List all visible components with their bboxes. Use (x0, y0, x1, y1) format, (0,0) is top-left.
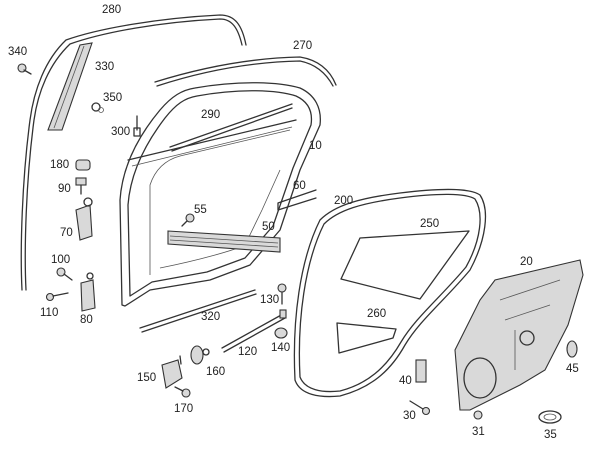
callout-70: 70 (60, 227, 73, 239)
part-60-trim (277, 189, 317, 211)
callout-150: 150 (137, 372, 157, 384)
part-10-door-shell (119, 82, 321, 307)
callout-50: 50 (262, 221, 275, 233)
callout-20: 20 (520, 256, 533, 268)
callout-40: 40 (399, 375, 412, 387)
part-170-screw (174, 386, 191, 398)
part-320-lower-seal (139, 289, 257, 333)
part-31-screw (473, 410, 483, 420)
part-130-bolt (277, 283, 287, 305)
part-30-bolt (409, 400, 431, 416)
part-200-door-seal (293, 188, 487, 398)
callout-110: 110 (40, 307, 59, 319)
callout-280: 280 (102, 4, 122, 16)
part-20-regulator-carrier (454, 259, 584, 411)
part-140-grommet (274, 327, 288, 339)
callout-200: 200 (334, 195, 354, 207)
callout-30: 30 (403, 410, 416, 422)
callout-270: 270 (293, 40, 313, 52)
part-280-frame-seal (20, 14, 247, 291)
callout-350: 350 (103, 92, 123, 104)
part-180-nut (75, 159, 91, 171)
callout-340: 340 (8, 46, 28, 58)
part-45-grommet (566, 340, 578, 358)
part-340-screw (17, 63, 32, 75)
part-150-bracket (161, 355, 183, 389)
callout-170: 170 (174, 403, 194, 415)
part-35-grommet (538, 410, 562, 424)
callout-130: 130 (260, 294, 280, 306)
callout-55: 55 (194, 204, 207, 216)
callout-35: 35 (544, 429, 557, 441)
part-330-window-channel (47, 42, 93, 131)
part-55-screw (181, 213, 195, 227)
callout-31: 31 (472, 426, 485, 438)
callout-160: 160 (206, 366, 226, 378)
part-80-lower-hinge (80, 272, 96, 312)
part-270-upper-seal (154, 56, 337, 87)
callout-320: 320 (201, 311, 221, 323)
callout-300: 300 (111, 126, 131, 138)
callout-250: 250 (420, 218, 440, 230)
part-290-belt-seal (169, 103, 293, 152)
callout-45: 45 (566, 363, 579, 375)
callout-330: 330 (95, 61, 115, 73)
part-160-lock-cylinder (190, 345, 210, 365)
callout-120: 120 (238, 346, 258, 358)
part-350-clip (91, 102, 104, 113)
callout-60: 60 (293, 180, 306, 192)
part-70-upper-hinge (75, 197, 93, 241)
part-40-bracket (415, 359, 427, 383)
part-100-bolt (56, 267, 73, 281)
part-300-pin (133, 115, 141, 137)
part-260-quarter-glass (336, 322, 397, 354)
callout-180: 180 (50, 159, 70, 171)
part-90-bolt (75, 177, 87, 195)
callout-100: 100 (51, 254, 71, 266)
part-50-impact-beam (167, 230, 281, 253)
part-110-screw (45, 292, 69, 302)
part-120-check-strap (221, 309, 287, 353)
callout-80: 80 (80, 314, 93, 326)
part-250-window-glass (340, 230, 470, 300)
callout-260: 260 (367, 308, 387, 320)
callout-290: 290 (201, 109, 221, 121)
callout-90: 90 (58, 183, 71, 195)
callout-140: 140 (271, 342, 291, 354)
callout-10: 10 (309, 140, 322, 152)
